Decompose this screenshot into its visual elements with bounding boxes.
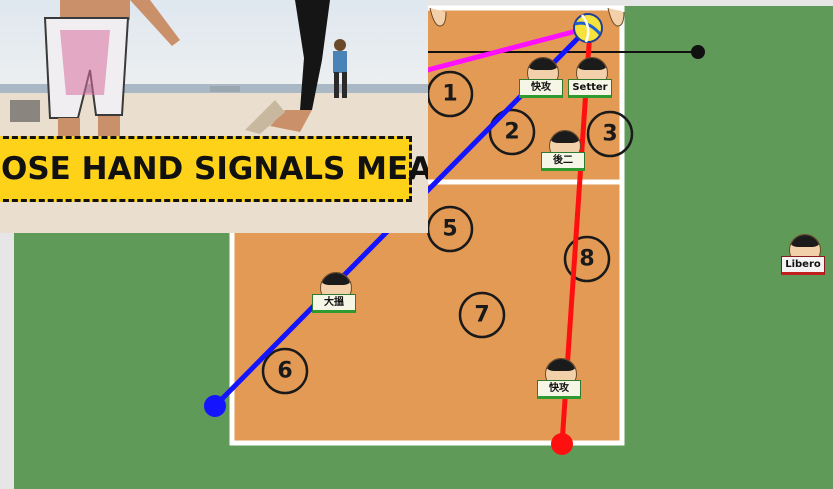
player-tag: 大搵	[312, 294, 356, 313]
player-libero[interactable]: Libero	[781, 234, 827, 280]
top-edge-hands	[429, 7, 447, 27]
svg-text:6: 6	[277, 359, 292, 384]
volleyball-icon	[573, 13, 603, 43]
red-endpoint[interactable]	[551, 433, 573, 455]
player-tag: Setter	[568, 79, 612, 98]
player-quick-front[interactable]: 快攻	[519, 57, 565, 103]
net-post	[691, 45, 705, 59]
svg-text:5: 5	[442, 217, 457, 242]
zone-5: 5	[426, 205, 474, 253]
player-tag: 快攻	[537, 380, 581, 399]
caption-banner: OSE HAND SIGNALS MEAN?	[0, 136, 428, 202]
caption-text: OSE HAND SIGNALS MEAN?	[1, 151, 428, 187]
svg-text:8: 8	[579, 247, 594, 272]
player-setter[interactable]: Setter	[568, 57, 614, 103]
player-tag: 後二	[541, 152, 585, 171]
zone-8: 8	[563, 235, 611, 283]
svg-text:7: 7	[474, 303, 489, 328]
zone-3: 3	[586, 110, 634, 158]
blue-endpoint[interactable]	[204, 395, 226, 417]
player-tag: 快攻	[519, 79, 563, 98]
magenta-trajectory	[419, 25, 589, 75]
player-big-spike[interactable]: 大搵	[312, 272, 358, 318]
player-quick-back[interactable]: 快攻	[537, 358, 583, 404]
video-inset: OSE HAND SIGNALS MEAN?	[0, 0, 428, 233]
top-edge-hands-right	[607, 7, 625, 27]
zone-6: 6	[261, 347, 309, 395]
player-tag: Libero	[781, 256, 825, 275]
player-back-second[interactable]: 後二	[541, 130, 587, 176]
zone-7: 7	[458, 291, 506, 339]
svg-text:2: 2	[504, 120, 519, 145]
zone-2: 2	[488, 108, 536, 156]
svg-text:3: 3	[602, 122, 617, 147]
svg-text:1: 1	[442, 82, 457, 107]
zone-1: 1	[426, 70, 474, 118]
